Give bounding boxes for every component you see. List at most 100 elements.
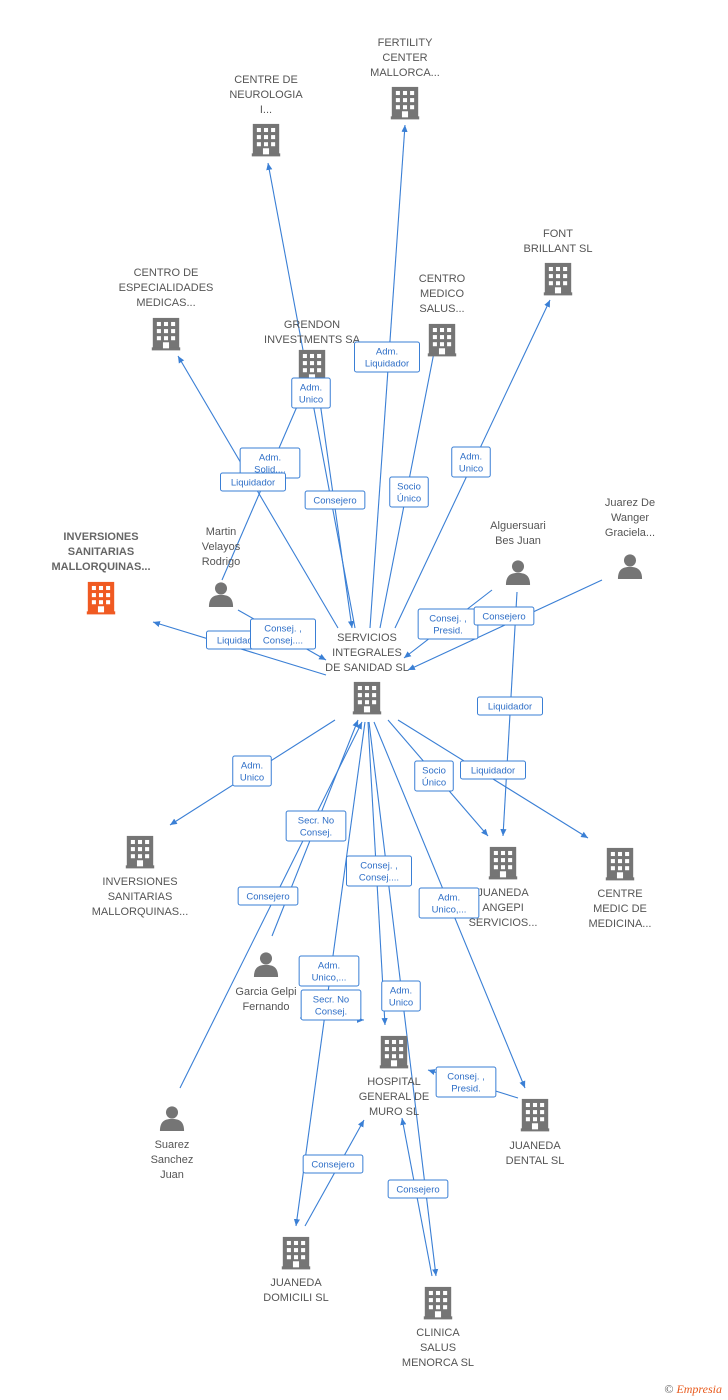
node-label: Suarez	[155, 1139, 190, 1151]
edge-label-martin-to-grendon[interactable]: Liquidador	[220, 472, 286, 492]
node-label: SERVICIOS	[337, 632, 397, 644]
edge-label-text: Adm.	[390, 986, 412, 997]
edge-label-alguersuari-to-angepi[interactable]: Liquidador	[477, 696, 543, 716]
node-label: DOMICILI SL	[263, 1292, 328, 1304]
node-neurologia[interactable]: CENTRE DE NEUROLOGIA I...	[229, 74, 303, 157]
edge-label-servicios-to-font[interactable]: Adm.Unico	[451, 446, 491, 478]
node-inv2[interactable]: INVERSIONESSANITARIASMALLORQUINAS...	[92, 835, 189, 918]
copyright-footer: © Empresia	[664, 1382, 722, 1397]
node-label: CENTER	[382, 52, 427, 64]
building-icon	[125, 835, 155, 869]
edge-label-text: Adm.	[318, 961, 340, 972]
node-label: Juarez De	[605, 497, 655, 509]
edge-label-text: Adm.	[300, 383, 322, 394]
node-label: MEDIC DE	[593, 903, 647, 915]
edge-label-text: Socio	[397, 482, 421, 493]
edge-label-text: Liquidador	[217, 636, 261, 647]
edge-label-text: Consej. ,	[429, 614, 467, 625]
node-label: MALLORQUINAS...	[52, 561, 151, 573]
edge-label-text: Adm.	[460, 452, 482, 463]
building-icon	[520, 1098, 550, 1132]
node-label: I...	[260, 104, 272, 116]
node-label: FERTILITY	[378, 37, 433, 49]
edge-label-juarez-to-servicios[interactable]: Consejero	[473, 606, 535, 626]
node-label: Graciela...	[605, 527, 655, 539]
edge-label-servicios-to-neurologia[interactable]: Adm.Unico	[291, 377, 331, 409]
edge-label-text: Consej. ,	[360, 861, 398, 872]
node-inv_focus[interactable]: INVERSIONESSANITARIASMALLORQUINAS...	[52, 531, 151, 615]
edge-label-servicios-to-hospital[interactable]: Consej. ,Consej....	[346, 855, 412, 887]
edge-label-text: Consej.	[300, 828, 332, 839]
edge-labels-layer: Adm.LiquidadorAdm.UnicoSocioÚnicoAdm.Uni…	[206, 341, 543, 1199]
node-label: Martin	[206, 526, 237, 538]
edge-label-text: Unico,...	[312, 973, 347, 984]
edge-label-text: Consejero	[313, 496, 356, 507]
node-label: ANGEPI	[482, 902, 524, 914]
edge-label-suarez-to-servicios[interactable]: Consejero	[237, 886, 299, 906]
node-label: Wanger	[611, 512, 649, 524]
edge-label-dental-to-hospital[interactable]: Consej. ,Presid.	[435, 1066, 497, 1098]
edge-label-clinica-to-hospital[interactable]: Consejero	[387, 1179, 449, 1199]
node-angepi[interactable]: JUANEDAANGEPISERVICIOS...	[469, 846, 538, 929]
node-label: Juan	[160, 1169, 184, 1181]
edge-label-text: Unico,...	[432, 905, 467, 916]
edge-label-alguersuari-to-servicios[interactable]: Consej. ,Presid.	[417, 608, 479, 640]
edge-label-martin-to-servicios[interactable]: Consej. ,Consej....	[250, 618, 316, 650]
person-icon	[208, 582, 234, 607]
brand-logo[interactable]: Empresia	[676, 1382, 722, 1396]
building-icon	[423, 1286, 453, 1320]
edge-label-grendon-to-servicios[interactable]: Consejero	[304, 490, 366, 510]
edge-label-domicili-to-hospital[interactable]: Consejero	[302, 1154, 364, 1174]
edge-label-text: Consej.	[315, 1007, 347, 1018]
edge-label-servicios-to-dental[interactable]: Adm.Unico,...	[418, 887, 480, 919]
node-label: JUANEDA	[477, 887, 529, 899]
edge-label-text: Consej....	[263, 636, 303, 647]
edge-label-text: Adm.	[241, 761, 263, 772]
edge-label-text: Secr. No	[313, 995, 349, 1006]
node-medico[interactable]: CENTROMEDICOSALUS...	[419, 273, 466, 357]
node-fertility[interactable]: FERTILITY CENTER MALLORCA...	[370, 37, 440, 120]
edge-label-text: Unico	[299, 395, 323, 406]
building-icon	[151, 317, 181, 351]
edge-label-servicios-to-centremedic[interactable]: Liquidador	[460, 760, 526, 780]
node-label: INVERSIONES	[102, 876, 177, 888]
node-label: MALLORCA...	[370, 67, 440, 79]
node-label: CENTRE	[597, 888, 642, 900]
edge-label-servicios-to-clinica[interactable]: Adm.Unico	[381, 980, 421, 1012]
node-especialidades[interactable]: CENTRO DEESPECIALIDADESMEDICAS...	[119, 267, 214, 351]
building-icon	[352, 681, 382, 715]
node-label: Alguersuari	[490, 520, 546, 532]
building-icon	[379, 1035, 409, 1069]
edge-label-text: Liquidador	[231, 478, 275, 489]
edge-label-text: Adm.	[259, 453, 281, 464]
edge-label-servicios-to-domicili[interactable]: Adm.Unico,...	[298, 955, 360, 987]
edge-label-servicios-to-fertility[interactable]: Adm.Liquidador	[354, 341, 420, 373]
node-label: NEUROLOGIA	[229, 89, 303, 101]
building-icon	[543, 262, 573, 296]
building-icon	[488, 846, 518, 880]
node-label: Garcia Gelpi	[235, 986, 296, 998]
node-label: CENTRE DE	[234, 74, 298, 86]
building-icon	[390, 86, 420, 120]
edge-label-servicios-to-inv2[interactable]: Adm.Unico	[232, 755, 272, 787]
node-label: MURO SL	[369, 1106, 419, 1118]
node-juarez[interactable]: Juarez De WangerGraciela...	[605, 497, 655, 579]
node-label: SALUS	[420, 1342, 456, 1354]
